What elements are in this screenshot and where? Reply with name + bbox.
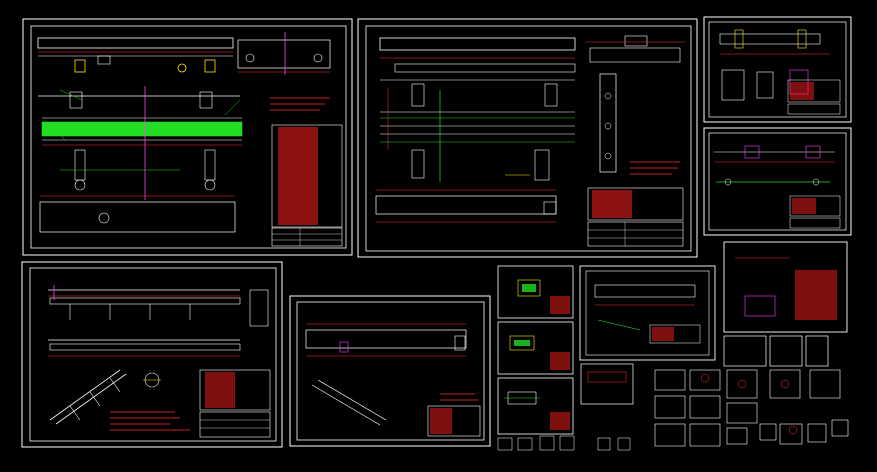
drawing-sheet-5[interactable] bbox=[21, 261, 283, 448]
title-block bbox=[787, 103, 841, 115]
parts-list-table bbox=[587, 187, 684, 221]
drawing-sheet-7[interactable] bbox=[497, 265, 574, 319]
drawing-sheet-11[interactable] bbox=[723, 241, 848, 333]
drawing-sheet-8[interactable] bbox=[497, 321, 574, 375]
parts-list-table bbox=[271, 124, 343, 228]
title-block bbox=[271, 227, 343, 247]
parts-list-table bbox=[789, 195, 841, 217]
notes-block bbox=[630, 161, 680, 175]
drawing-sheet-1[interactable] bbox=[22, 18, 353, 256]
title-block bbox=[199, 411, 271, 438]
parts-list-table bbox=[199, 369, 271, 411]
title-block bbox=[587, 221, 684, 247]
parts-list-table bbox=[787, 79, 841, 103]
drawing-sheet-6[interactable] bbox=[289, 295, 491, 447]
notes-block bbox=[110, 411, 190, 431]
drawing-sheet-10[interactable] bbox=[579, 265, 716, 361]
drawing-sheet-3[interactable] bbox=[703, 16, 852, 123]
title-block bbox=[427, 405, 481, 437]
drawing-sheet-2[interactable] bbox=[357, 18, 698, 258]
title-block bbox=[789, 217, 841, 229]
notes-block bbox=[270, 97, 330, 111]
notes-block bbox=[440, 393, 478, 401]
drawing-sheet-4[interactable] bbox=[703, 127, 852, 236]
drawing-sheet-9[interactable] bbox=[497, 377, 574, 435]
detail-sheets bbox=[497, 335, 849, 451]
